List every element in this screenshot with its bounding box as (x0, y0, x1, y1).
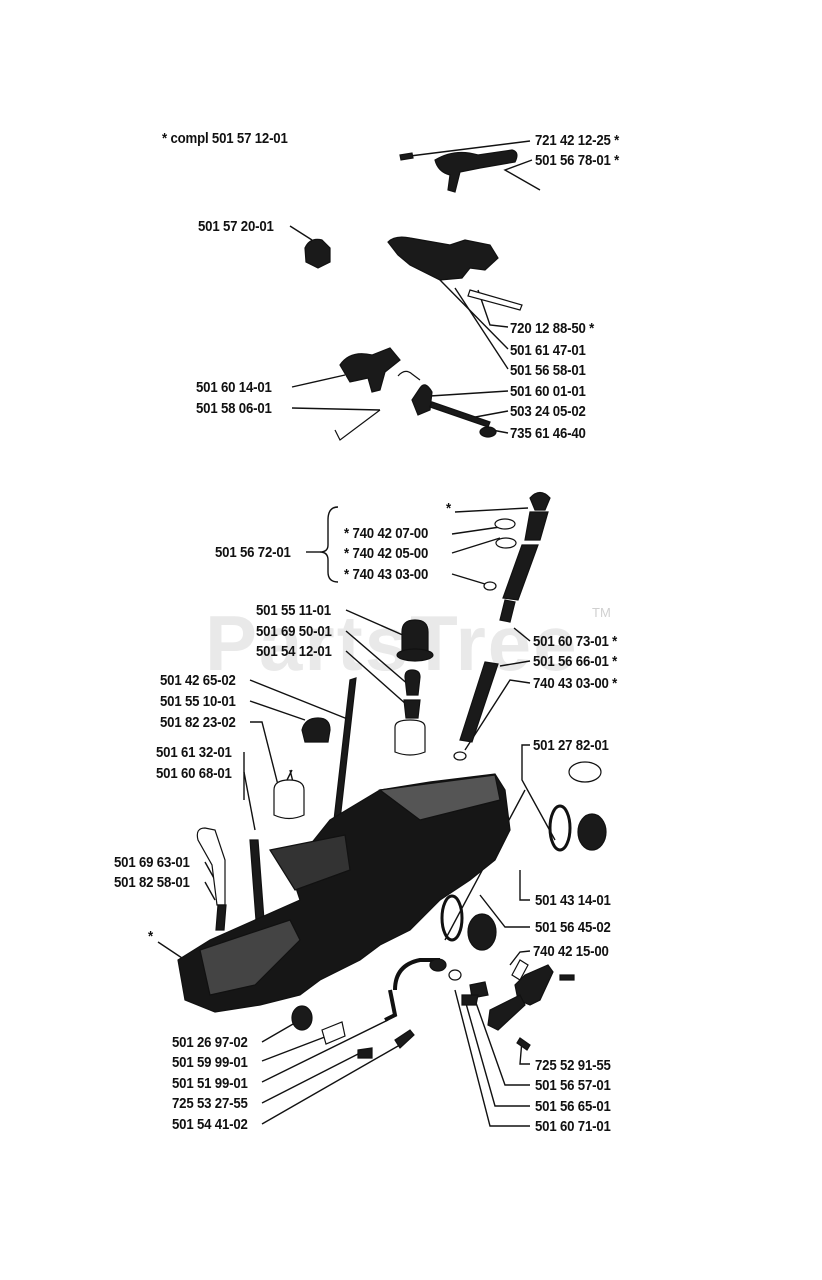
leader-line (519, 870, 530, 901)
throttle-trigger-part (399, 149, 518, 193)
oil-cap-part (548, 761, 607, 852)
part-label: 725 52 91-55 (535, 1057, 611, 1074)
part-label: 740 42 15-00 (533, 943, 609, 960)
part-label: 501 42 65-02 (160, 672, 236, 689)
leader-line (451, 573, 486, 585)
part-label: 501 60 73-01 * (533, 633, 618, 650)
part-label: 501 58 06-01 (196, 400, 272, 417)
leader-line (479, 894, 530, 928)
leader-line (429, 390, 509, 397)
part-label: 501 43 14-01 (535, 892, 611, 909)
tank-cap-part (394, 619, 434, 756)
part-label: 501 56 58-01 (510, 362, 586, 379)
part-label: 501 60 14-01 (196, 379, 272, 396)
part-label: * 740 43 03-00 (344, 566, 429, 583)
part-label: 501 82 58-01 (114, 874, 190, 891)
leader-line (464, 999, 530, 1107)
part-label: 721 42 12-25 * (535, 132, 620, 149)
part-label: 501 56 65-01 (535, 1098, 611, 1115)
leader-line (345, 630, 411, 687)
part-label: 735 61 46-40 (510, 425, 586, 442)
leader-line (454, 287, 509, 370)
part-label: 501 26 97-02 (172, 1034, 248, 1051)
bracket (319, 506, 339, 583)
part-label: * (148, 928, 153, 945)
part-label: 501 61 47-01 (510, 342, 586, 359)
part-label: 501 69 50-01 (256, 623, 332, 640)
part-label: 501 61 32-01 (156, 744, 232, 761)
leader-line (250, 721, 279, 786)
leader-line (509, 950, 531, 966)
part-label: 720 12 88-50 * (510, 320, 595, 337)
part-label: 501 57 20-01 (198, 218, 274, 235)
leader-line (249, 679, 351, 721)
part-label: 503 24 05-02 (510, 403, 586, 420)
leader-line (474, 999, 530, 1086)
part-label: 501 56 66-01 * (533, 653, 618, 670)
leader-line (243, 771, 256, 831)
leader-line (157, 941, 186, 961)
leader-line (261, 1019, 389, 1083)
leader-line (204, 881, 216, 901)
leader-line (249, 700, 306, 721)
part-label: 501 56 78-01 * (535, 152, 620, 169)
part-label: * (446, 500, 451, 517)
handle-assembly-part (387, 236, 523, 311)
leader-line (503, 159, 541, 191)
part-label: 501 69 63-01 (114, 854, 190, 871)
part-label: 501 59 99-01 (172, 1054, 248, 1071)
leader-line (345, 609, 406, 637)
part-label: 740 43 03-00 * (533, 675, 618, 692)
leader-line (261, 1041, 406, 1125)
leader-line (291, 374, 346, 388)
leader-line (289, 225, 313, 241)
part-label: 501 60 01-01 (510, 383, 586, 400)
part-label: 501 54 41-02 (172, 1116, 248, 1133)
leader-line (464, 679, 531, 751)
part-label: 501 55 11-01 (256, 602, 331, 619)
leader-line (519, 1039, 530, 1065)
part-label: 501 54 12-01 (256, 643, 332, 660)
part-label: 501 27 82-01 (533, 737, 609, 754)
leader-line (409, 140, 531, 157)
leader-line (261, 1051, 363, 1104)
leader-line (451, 537, 501, 554)
leader-line (454, 989, 530, 1127)
part-label: 501 82 23-02 (160, 714, 236, 731)
leader-line (345, 650, 408, 706)
fuel-tube-part (453, 491, 551, 761)
leader-line (451, 526, 501, 535)
fuel-tank-housing (177, 773, 511, 1013)
part-label: 501 55 10-01 (160, 693, 236, 710)
watermark-trademark: TM (592, 605, 611, 620)
part-label: * 740 42 05-00 (344, 545, 429, 562)
part-label: 501 56 45-02 (535, 919, 611, 936)
throttle-lock-part (304, 238, 331, 269)
leader-line (499, 660, 531, 667)
leader-line (521, 744, 556, 841)
bottom-left-parts (291, 1005, 415, 1059)
part-label: 501 60 68-01 (156, 765, 232, 782)
chain-adjuster-parts (448, 959, 575, 1051)
part-label: 501 56 57-01 (535, 1077, 611, 1094)
part-label: * 740 42 07-00 (344, 525, 429, 542)
part-label: 501 60 71-01 (535, 1118, 611, 1135)
filter-part (196, 677, 357, 931)
part-label: 725 53 27-55 (172, 1095, 248, 1112)
assembly-note: * compl 501 57 12-01 (162, 130, 288, 147)
leader-line (291, 407, 381, 411)
watermark: PartsTree (205, 599, 579, 687)
seal-parts (384, 894, 497, 1022)
part-label: 501 51 99-01 (172, 1075, 248, 1092)
leader-line (261, 1034, 331, 1062)
choke-lever-part (334, 347, 497, 441)
part-label: 501 56 72-01 (215, 544, 291, 561)
leader-line (477, 289, 509, 328)
leader-line (454, 507, 529, 513)
leader-line (439, 279, 509, 350)
leader-line (513, 627, 531, 642)
